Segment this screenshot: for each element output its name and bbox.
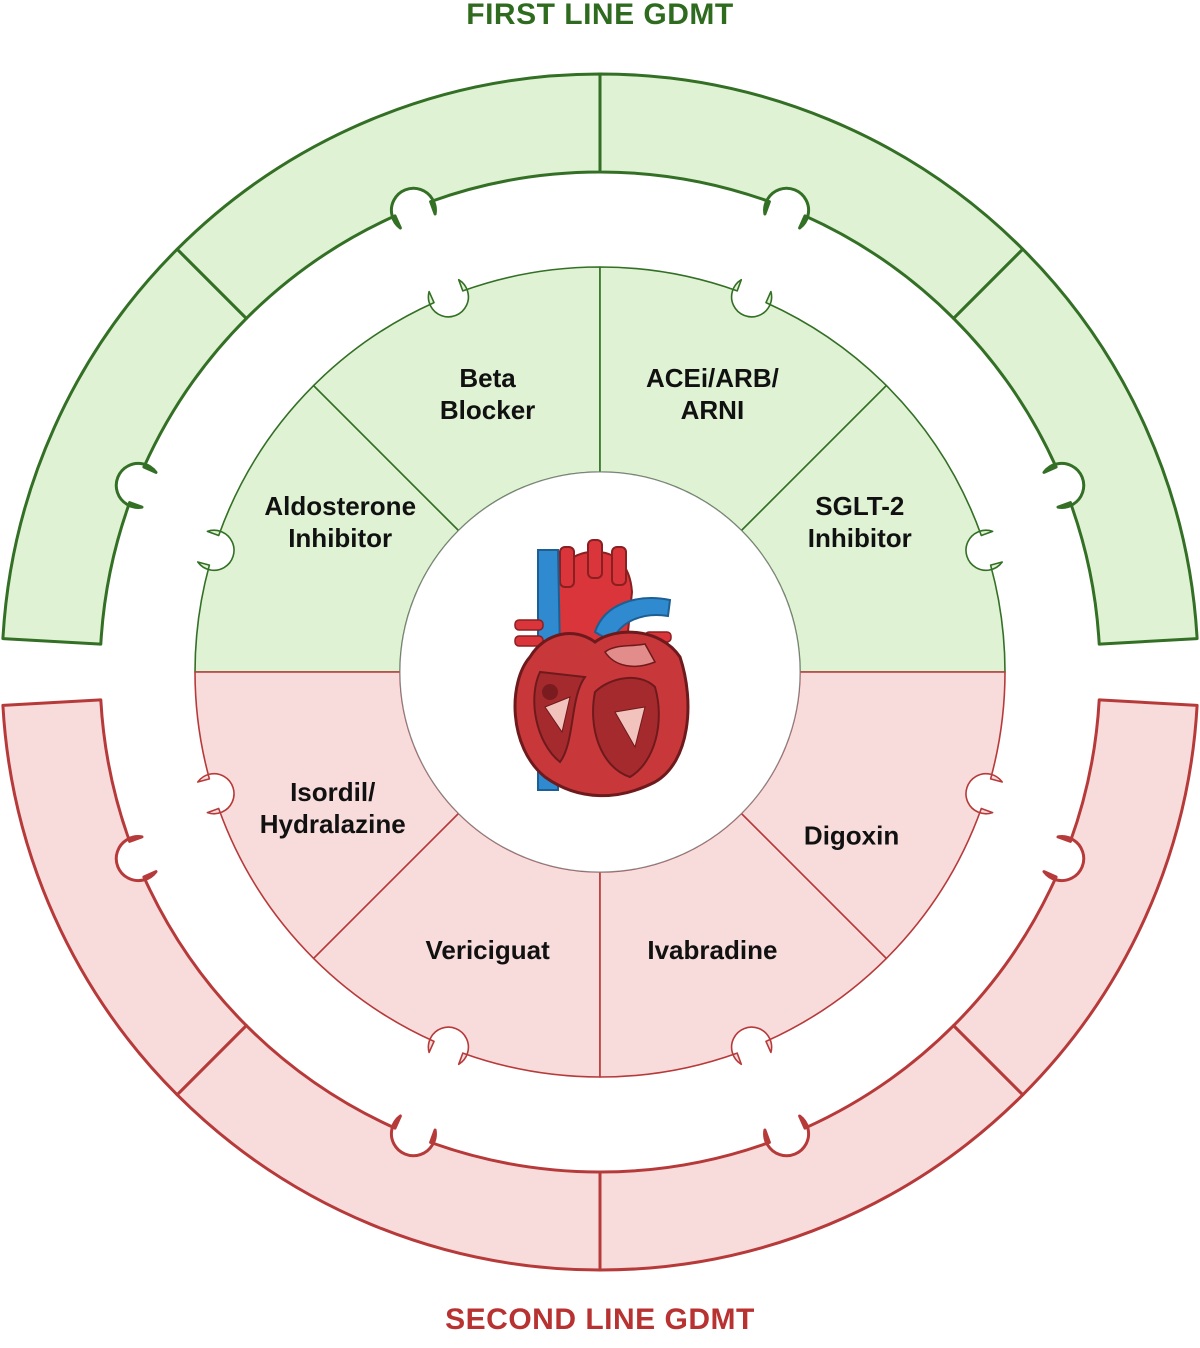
segment-labels: AldosteroneInhibitorBetaBlockerACEi/ARB/… xyxy=(260,363,912,965)
label-acei-line-2: ARNI xyxy=(681,395,745,425)
pulmonary-artery xyxy=(593,597,672,644)
label-beta-line-2: Blocker xyxy=(440,395,535,425)
outer-segment-second-4 xyxy=(952,698,1199,1097)
first-line-title: FIRST LINE GDMT xyxy=(466,0,734,31)
label-digoxin-line-1: Digoxin xyxy=(804,820,899,850)
label-beta-line-1: Beta xyxy=(459,363,516,393)
outer-segment-first-1 xyxy=(1,247,248,646)
outer-segment-second-1 xyxy=(1,698,248,1097)
label-acei-line-1: ACEi/ARB/ xyxy=(646,363,779,393)
label-isordil-line-1: Isordil/ xyxy=(290,777,375,807)
outer-segment-second-2 xyxy=(175,1024,602,1272)
label-vericiguat-line-1: Vericiguat xyxy=(425,935,550,965)
label-sglt2-line-2: Inhibitor xyxy=(808,523,912,553)
heart-icon xyxy=(513,539,690,798)
outer-segment-first-2 xyxy=(175,72,602,320)
label-aldosterone-line-1: Aldosterone xyxy=(264,491,416,521)
outer-puzzle-ring xyxy=(1,72,1199,1272)
outer-segment-first-4 xyxy=(952,247,1199,646)
label-ivabradine-line-1: Ivabradine xyxy=(647,935,777,965)
label-sglt2-line-1: SGLT-2 xyxy=(815,491,904,521)
outer-segment-second-3 xyxy=(598,1024,1025,1272)
second-line-title: SECOND LINE GDMT xyxy=(445,1303,755,1336)
label-aldosterone-line-2: Inhibitor xyxy=(288,523,392,553)
label-isordil-line-2: Hydralazine xyxy=(260,809,406,839)
outer-segment-first-3 xyxy=(598,72,1025,320)
